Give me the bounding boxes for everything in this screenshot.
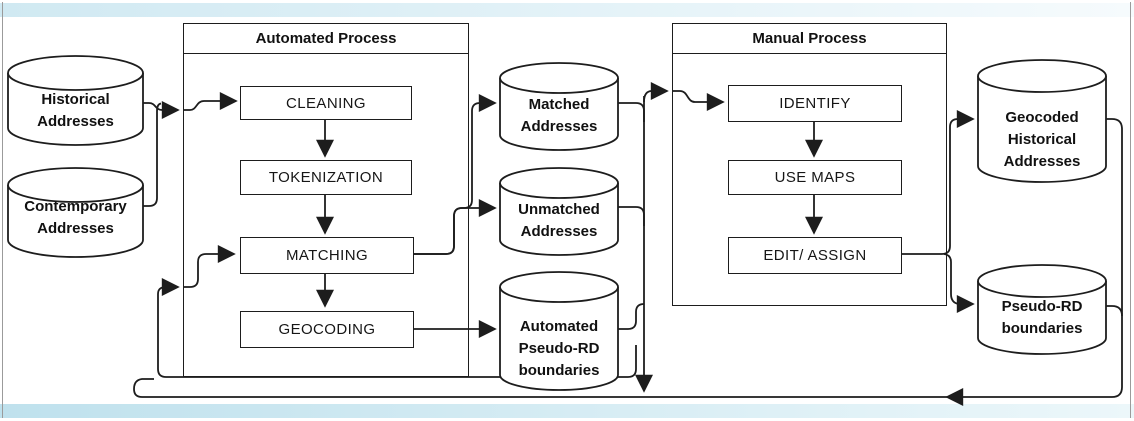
- edge-boundaries-bracket: [618, 303, 645, 330]
- edge-into-identify: [673, 90, 725, 111]
- edge-into-cleaning: [184, 92, 238, 111]
- right-border-line: [1130, 2, 1131, 418]
- cylinder-historical-top: [7, 55, 144, 91]
- edge-pseudord-right-bracket: [1104, 305, 1123, 317]
- cylinder-matched: [499, 78, 619, 151]
- top-accent-band: [0, 3, 1134, 17]
- edge-historical-to-automated: [143, 101, 180, 119]
- cylinder-geocoded: [977, 76, 1107, 183]
- bottom-accent-band: [0, 404, 1134, 418]
- cylinder-geocoded-top: [977, 59, 1107, 93]
- cylinder-historical: [7, 73, 144, 146]
- cylinder-unmatched: [499, 183, 619, 256]
- step-use-maps: USE MAPS: [728, 160, 902, 195]
- edge-bus-to-manual: [643, 82, 669, 103]
- edge-edit-to-pseudord: [943, 253, 975, 313]
- label-automated-pseudo-rd-boundaries: Automated Pseudo-RD boundaries: [518, 318, 600, 379]
- edge-feedback-to-matching: [157, 278, 637, 378]
- cylinder-auto-pseudo-rd: [499, 287, 619, 391]
- step-matching: MATCHING: [240, 237, 414, 274]
- connector-group: [133, 82, 1123, 406]
- automated-process-group: Automated Process: [183, 23, 469, 377]
- cylinder-group: [7, 55, 1107, 391]
- label-historical-addresses: Historical Addresses: [37, 91, 114, 130]
- label-contemporary-addresses: Contemporary Addresses: [24, 198, 127, 237]
- step-geocoding: GEOCODING: [240, 311, 414, 348]
- cylinder-contemporary-top: [7, 167, 144, 203]
- step-cleaning: CLEANING: [240, 86, 412, 120]
- step-edit-assign: EDIT/ ASSIGN: [728, 237, 902, 274]
- step-tokenization: TOKENIZATION: [240, 160, 412, 195]
- cylinder-pseudo-rd-top: [977, 264, 1107, 298]
- edge-matched-bracket: [618, 102, 645, 122]
- left-border-line: [2, 2, 3, 418]
- edge-matching-to-matched: [412, 94, 497, 255]
- automated-process-title: Automated Process: [184, 24, 468, 54]
- cylinder-auto-pseudo-rd-top: [499, 271, 619, 303]
- manual-process-group: Manual Process: [672, 23, 947, 306]
- cylinder-matched-top: [499, 62, 619, 94]
- cylinder-contemporary: [7, 185, 144, 258]
- label-unmatched-addresses: Unmatched Addresses: [518, 201, 600, 240]
- cylinder-pseudo-rd: [977, 281, 1107, 355]
- edge-contemporary-riser: [143, 102, 162, 207]
- cylinder-unmatched-top: [499, 167, 619, 199]
- edge-right-bus-and-bottom: [133, 118, 1123, 398]
- label-pseudo-rd-boundaries: Pseudo-RD boundaries: [1001, 298, 1083, 337]
- label-geocoded-historical-addresses: Geocoded Historical Addresses: [1003, 109, 1081, 170]
- edge-into-matching: [184, 245, 236, 288]
- manual-process-title: Manual Process: [673, 24, 946, 54]
- step-identify: IDENTIFY: [728, 85, 902, 122]
- label-matched-addresses: Matched Addresses: [520, 96, 598, 135]
- edge-unmatched-bracket: [618, 206, 645, 226]
